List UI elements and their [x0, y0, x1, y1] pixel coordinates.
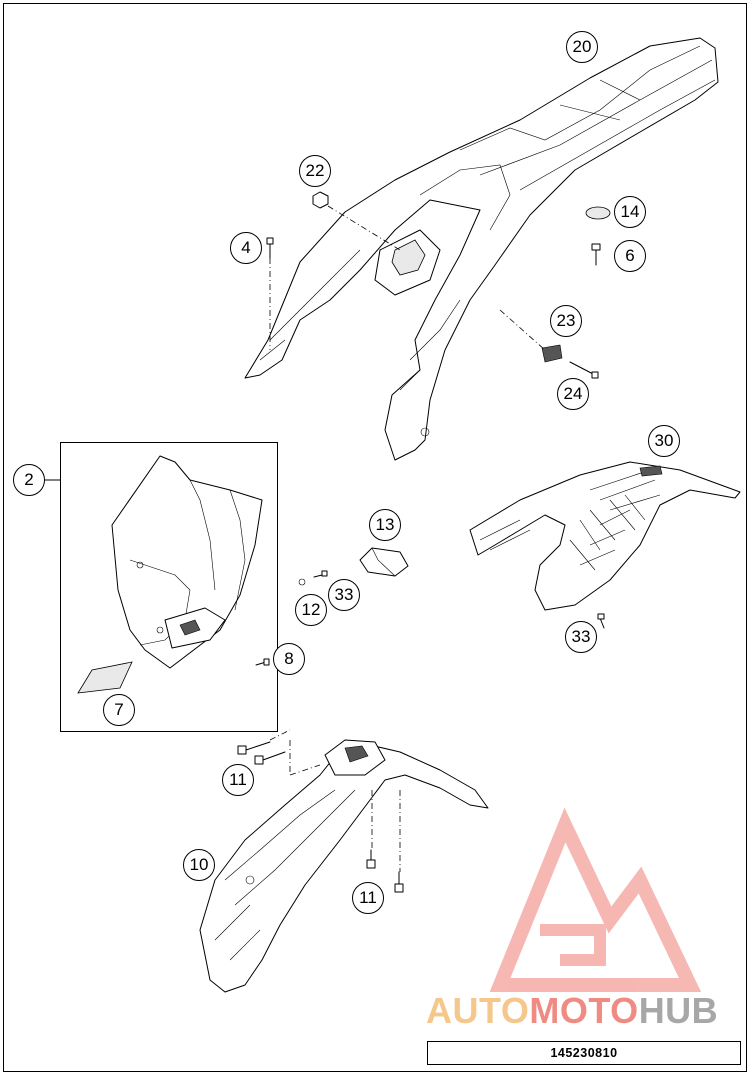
callout-33-a[interactable]: 33 — [328, 579, 360, 611]
brand-part-moto: MOTO — [529, 990, 639, 1031]
callout-6[interactable]: 6 — [614, 240, 646, 272]
brand-part-auto: AUTO — [426, 990, 530, 1031]
fasteners — [237, 191, 611, 893]
callout-22[interactable]: 22 — [299, 155, 331, 187]
clip-part — [359, 547, 409, 577]
callout-13[interactable]: 13 — [369, 509, 401, 541]
number-plate-group-box — [60, 442, 278, 732]
callout-30[interactable]: 30 — [648, 425, 680, 457]
callout-8[interactable]: 8 — [273, 643, 305, 675]
watermark-logo — [489, 807, 702, 992]
front-fender-part — [199, 739, 489, 993]
callout-7[interactable]: 7 — [103, 694, 135, 726]
callout-11-b[interactable]: 11 — [352, 882, 384, 914]
callout-11-a[interactable]: 11 — [222, 764, 254, 796]
assembly-lines — [269, 205, 546, 872]
sticker-part — [77, 661, 133, 694]
rear-fender-part — [244, 37, 719, 461]
callout-12[interactable]: 12 — [295, 594, 327, 626]
callout-23[interactable]: 23 — [550, 305, 582, 337]
subframe-part — [469, 461, 741, 611]
watermark-brand-text: AUTOMOTOHUB — [426, 990, 718, 1032]
callout-2[interactable]: 2 — [13, 464, 45, 496]
callout-24[interactable]: 24 — [557, 378, 589, 410]
brand-part-hub: HUB — [638, 990, 719, 1031]
callout-20[interactable]: 20 — [566, 31, 598, 63]
callout-14[interactable]: 14 — [614, 196, 646, 228]
callout-10[interactable]: 10 — [183, 849, 215, 881]
callout-4[interactable]: 4 — [230, 232, 262, 264]
diagram-frame — [3, 3, 747, 1072]
callout-33-b[interactable]: 33 — [565, 621, 597, 653]
number-plate-part — [111, 455, 263, 669]
diagram-id-label: 145230810 — [427, 1041, 741, 1065]
